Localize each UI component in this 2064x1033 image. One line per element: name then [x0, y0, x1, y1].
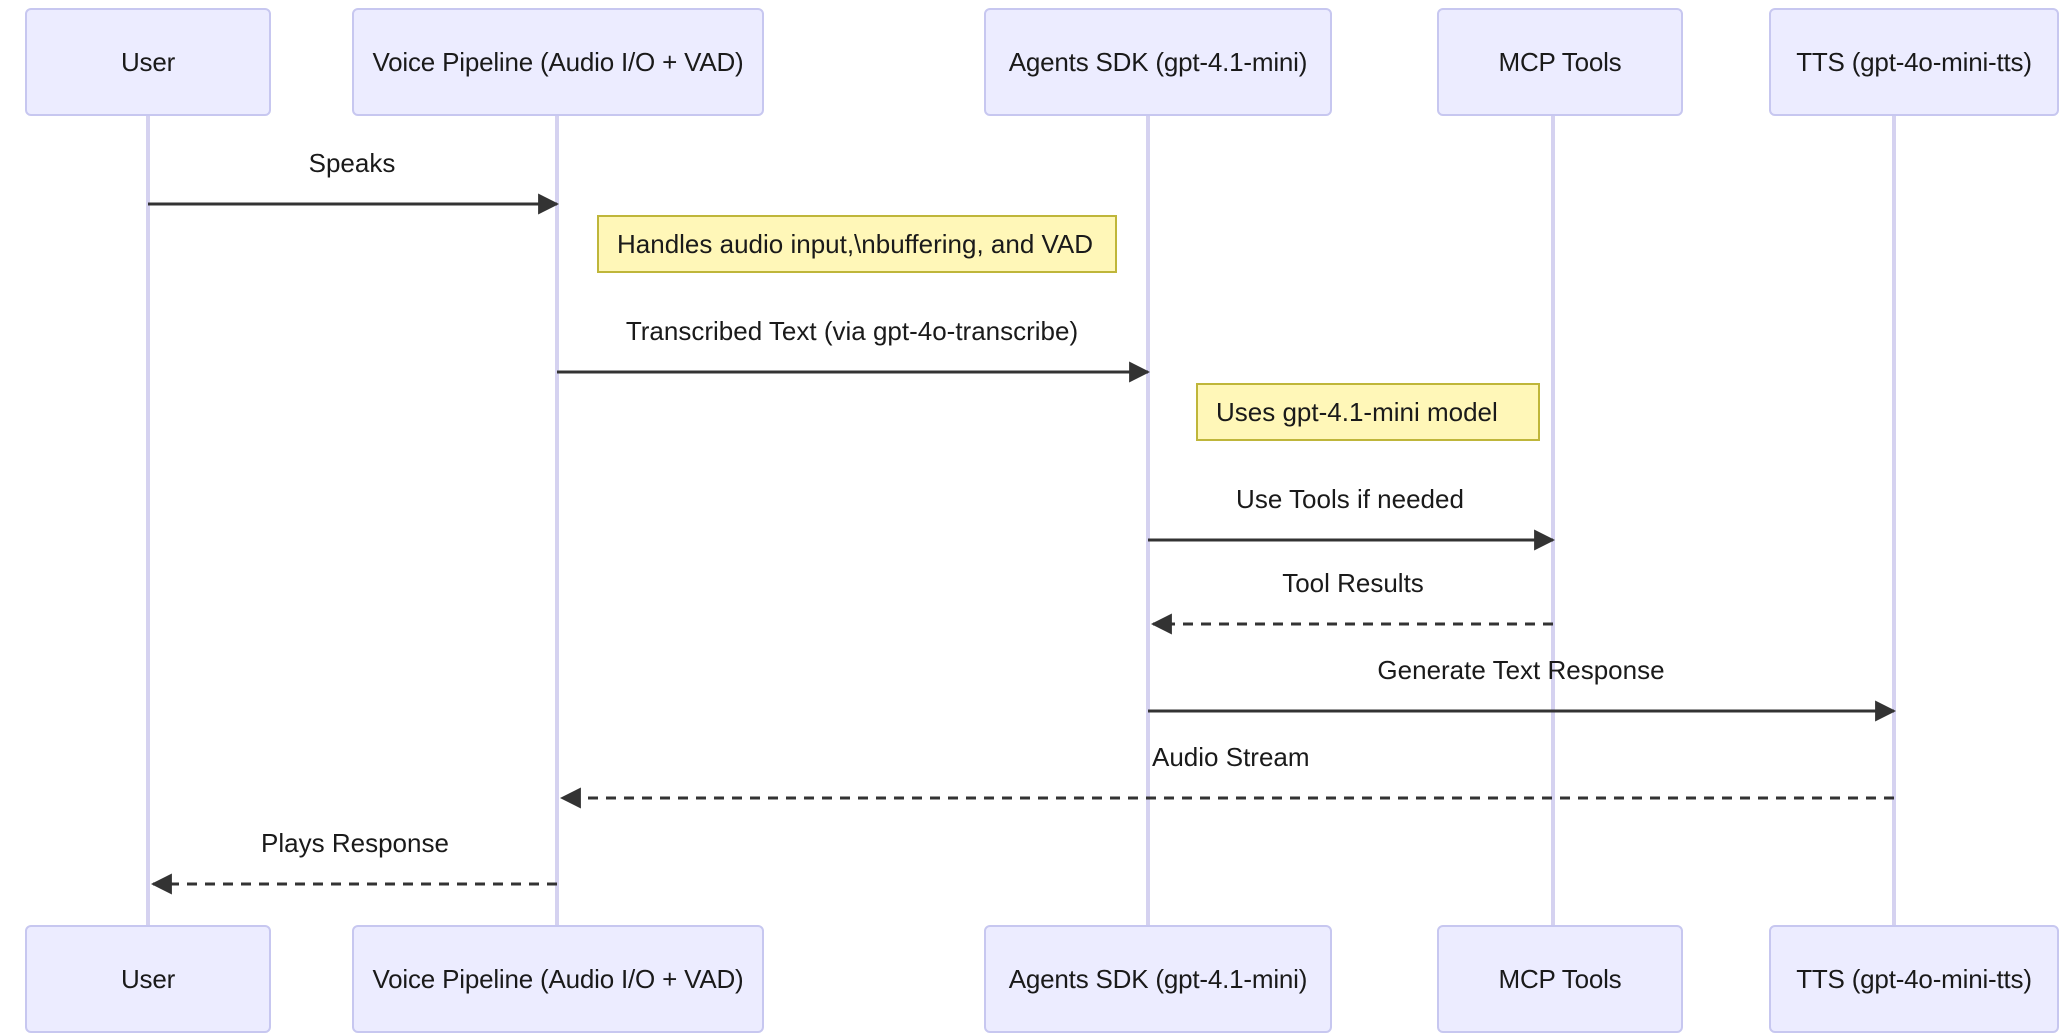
participant-box-mcp-bottom[interactable]: MCP Tools: [1437, 925, 1683, 1033]
participant-label-mcp-top: MCP Tools: [1498, 46, 1622, 77]
message-label-m3: Use Tools if needed: [1236, 484, 1464, 514]
participant-box-tts-bottom[interactable]: TTS (gpt-4o-mini-tts): [1769, 925, 2059, 1033]
participant-box-agents-top[interactable]: Agents SDK (gpt-4.1-mini): [984, 8, 1332, 116]
participant-label-agents-top: Agents SDK (gpt-4.1-mini): [1008, 46, 1308, 77]
participant-box-pipeline-bottom[interactable]: Voice Pipeline (Audio I/O + VAD): [352, 925, 764, 1033]
participant-box-user-top[interactable]: User: [25, 8, 271, 116]
note-n2-over-agents: Uses gpt-4.1-mini model: [1196, 383, 1540, 441]
lifelines-group: [146, 116, 1896, 925]
message-label-m6: Audio Stream: [1152, 742, 1310, 772]
message-label-m7: Plays Response: [261, 828, 449, 858]
message-arrows-group: [148, 193, 1897, 895]
participant-box-pipeline-top[interactable]: Voice Pipeline (Audio I/O + VAD): [352, 8, 764, 116]
participant-box-tts-top[interactable]: TTS (gpt-4o-mini-tts): [1769, 8, 2059, 116]
note-text-n2: Uses gpt-4.1-mini model: [1216, 396, 1498, 427]
participant-label-tts-bottom: TTS (gpt-4o-mini-tts): [1796, 963, 2032, 994]
note-text-n1: Handles audio input,\nbuffering, and VAD: [617, 228, 1094, 259]
participant-label-mcp-bottom: MCP Tools: [1498, 963, 1622, 994]
participant-label-pipeline-top: Voice Pipeline (Audio I/O + VAD): [372, 46, 744, 77]
participant-box-agents-bottom[interactable]: Agents SDK (gpt-4.1-mini): [984, 925, 1332, 1033]
participant-box-user-bottom[interactable]: User: [25, 925, 271, 1033]
message-label-m2: Transcribed Text (via gpt-4o-transcribe): [625, 316, 1079, 346]
participant-box-mcp-top[interactable]: MCP Tools: [1437, 8, 1683, 116]
message-label-m5: Generate Text Response: [1377, 655, 1665, 685]
participant-label-agents-bottom: Agents SDK (gpt-4.1-mini): [1008, 963, 1308, 994]
note-n1-over-pipeline: Handles audio input,\nbuffering, and VAD: [597, 215, 1117, 273]
participant-label-user-top: User: [120, 46, 176, 77]
participant-label-tts-top: TTS (gpt-4o-mini-tts): [1796, 46, 2032, 77]
participant-label-user-bottom: User: [120, 963, 176, 994]
participant-label-pipeline-bottom: Voice Pipeline (Audio I/O + VAD): [372, 963, 744, 994]
message-label-m1: Speaks: [308, 148, 396, 178]
message-label-m4: Tool Results: [1282, 568, 1424, 598]
